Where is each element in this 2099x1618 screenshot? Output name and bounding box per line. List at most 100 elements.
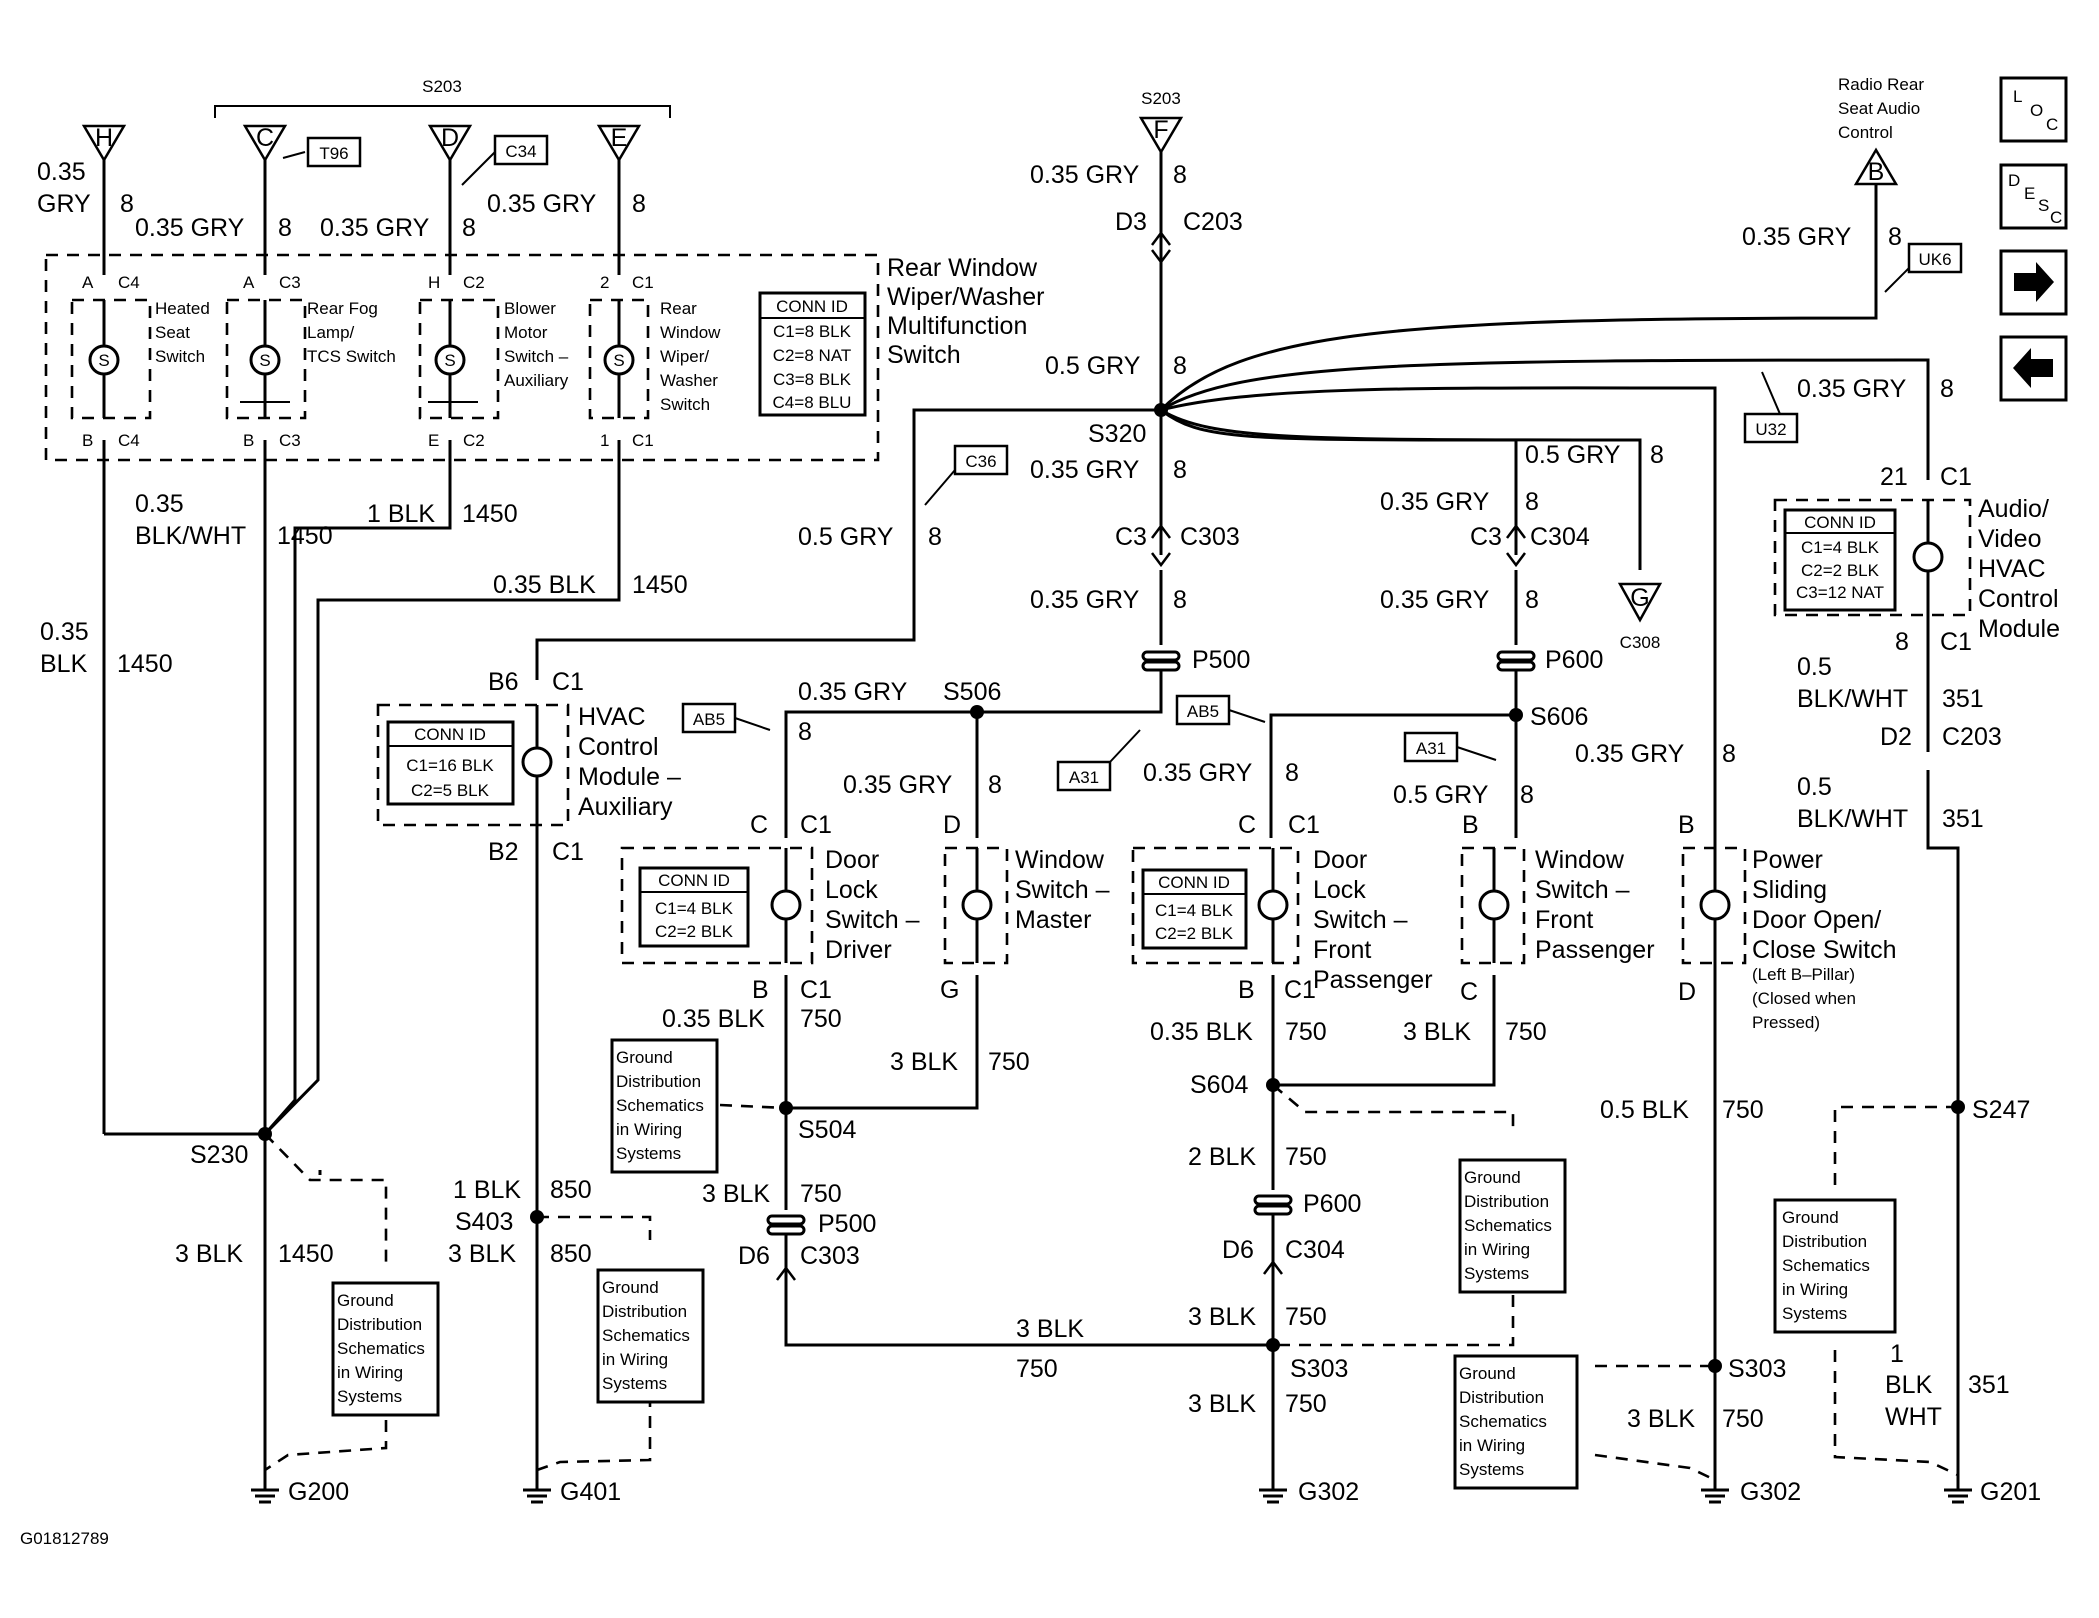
power-sliding-door-switch[interactable]: Power Sliding Door Open/ Close Switch (L… [1681, 846, 1897, 1032]
pin-label: B6 [488, 668, 519, 696]
wire-label: 0.35 GRY [1380, 488, 1490, 516]
pin-label: C1 [632, 273, 654, 292]
hvac-control-module-auxiliary[interactable]: CONN ID C1=16 BLK C2=5 BLK HVAC Control … [376, 703, 681, 827]
conn-id-line: CONN ID [1158, 873, 1230, 892]
reference-line: Systems [1459, 1460, 1524, 1479]
window-switch-master[interactable]: Window Switch – Master [943, 846, 1110, 965]
pin-label: D6 [1222, 1236, 1254, 1264]
connector-e[interactable]: E [596, 124, 642, 163]
connector-d[interactable]: D [427, 124, 473, 163]
wire [263, 440, 452, 1135]
wire [786, 975, 979, 1110]
reference-line: Distribution [337, 1315, 422, 1334]
ground-reference-leads [264, 1084, 1959, 1482]
wire-label: 0.35 GRY [1143, 759, 1253, 787]
loc-letter: L [2013, 87, 2022, 106]
switch-icon [1912, 541, 1944, 573]
module-title: Door [1313, 846, 1367, 874]
ref-tag-u32[interactable]: U32 [1743, 371, 1799, 444]
radio-label: Radio Rear [1838, 75, 1924, 94]
dashed-lead [1833, 1105, 1958, 1190]
circuit-number: 1450 [462, 500, 518, 528]
ground-distribution-reference[interactable]: Ground Distribution Schematics in Wiring… [1773, 1198, 1897, 1334]
switch-note: (Closed when [1752, 989, 1856, 1008]
ground-distribution-reference[interactable]: Ground Distribution Schematics in Wiring… [1458, 1158, 1567, 1294]
ground-distribution-reference[interactable]: Ground Distribution Schematics in Wiring… [610, 1038, 719, 1174]
heated-seat-label: Seat [155, 323, 190, 342]
ground-distribution-reference[interactable]: Ground Distribution Schematics in Wiring… [596, 1268, 705, 1404]
next-page-button[interactable] [1999, 249, 2068, 316]
pin-label: B2 [488, 838, 519, 866]
door-lock-switch-front-passenger[interactable]: CONN ID C1=4 BLK C2=2 BLK Door Lock Swit… [1131, 846, 1433, 994]
reference-line: Systems [1782, 1304, 1847, 1323]
connector-g-c308[interactable]: G [1617, 582, 1663, 623]
ref-tag-c34[interactable]: C34 [461, 134, 549, 186]
circuit-number: 750 [988, 1048, 1030, 1076]
connector-b-radio[interactable]: B [1853, 147, 1899, 186]
circuit-number: 8 [462, 214, 476, 242]
module-title: Front [1313, 936, 1371, 964]
ground-distribution-reference[interactable]: Ground Distribution Schematics in Wiring… [1453, 1354, 1579, 1490]
connector-id: C1 [1288, 811, 1320, 839]
desc-button[interactable]: D E S C [1999, 163, 2068, 230]
wire-color-label: GRY [37, 190, 91, 218]
switch-icon [1699, 889, 1731, 921]
rear-window-multifunction-switch[interactable]: Rear Window Wiper/Washer Multifunction S… [44, 253, 1044, 462]
conn-id-line: C2=5 BLK [411, 781, 490, 800]
wiper-label: Wiper/ [660, 347, 709, 366]
wire-color-label: BLK/WHT [1797, 805, 1908, 833]
module-title: Switch – [1535, 876, 1630, 904]
connector-id: C1 [552, 838, 584, 866]
conn-id-table: CONN ID C1=8 BLK C2=8 NAT C3=8 BLK C4=8 … [758, 291, 867, 417]
inline-connector-p600 [1496, 650, 1536, 672]
audio-video-hvac-control-module[interactable]: CONN ID C1=4 BLK C2=2 BLK C3=12 NAT Audi… [1773, 495, 2060, 643]
blower-label: Blower [504, 299, 556, 318]
module-title: Switch – [1015, 876, 1110, 904]
ground-g201[interactable]: G201 [1944, 1478, 2041, 1506]
module-title: Window [1015, 846, 1105, 874]
wire-label: 0.5 GRY [1393, 781, 1489, 809]
connector-id: C304 [1285, 1236, 1345, 1264]
ref-tag-uk6[interactable]: UK6 [1884, 242, 1963, 293]
circuit-number: 8 [1722, 740, 1736, 768]
connector-c[interactable]: C [242, 124, 288, 163]
ref-tag-a31-right[interactable]: A31 [1403, 731, 1497, 763]
connector-f[interactable]: F [1138, 116, 1184, 155]
ground-g302-right[interactable]: G302 [1701, 1478, 1801, 1506]
wire-label: 0.5 BLK [1600, 1096, 1689, 1124]
pin-label: D [943, 811, 961, 839]
door-lock-switch-driver[interactable]: CONN ID C1=4 BLK C2=2 BLK Door Lock Swit… [620, 846, 920, 965]
conn-id-line: C1=4 BLK [1155, 901, 1234, 920]
wire-label: 0.35 GRY [1030, 456, 1140, 484]
blower-label: Motor [504, 323, 548, 342]
window-switch-front-passenger[interactable]: Window Switch – Front Passenger [1460, 846, 1655, 965]
switch-icon [521, 746, 553, 778]
ground-g200[interactable]: G200 [251, 1478, 349, 1506]
circuit-number: 8 [1525, 586, 1539, 614]
fog-lamp-label: Lamp/ [307, 323, 355, 342]
splice-label: S403 [455, 1208, 513, 1236]
connector-h[interactable]: H [81, 124, 127, 163]
svg-text:S: S [98, 351, 109, 370]
switch-icon: S [428, 300, 478, 418]
conn-id-line: C1=16 BLK [406, 756, 494, 775]
conn-id-line: C2=8 NAT [773, 346, 852, 365]
wire-label: 0.35 GRY [135, 214, 245, 242]
ref-tag-c36[interactable]: C36 [924, 444, 1009, 506]
ref-tag-t96[interactable]: T96 [282, 136, 362, 168]
ground-distribution-reference[interactable]: Ground Distribution Schematics in Wiring… [331, 1281, 440, 1417]
ref-tag-a31-left[interactable]: A31 [1056, 729, 1141, 792]
ref-tag-ab5-left[interactable]: AB5 [681, 702, 771, 734]
wire-color-label: BLK [1885, 1371, 1933, 1399]
prev-page-button[interactable] [1999, 335, 2068, 402]
connector-id: C203 [1942, 723, 2002, 751]
connector-glyph [1151, 230, 1526, 568]
ground-g401[interactable]: G401 [523, 1478, 621, 1506]
module-title: Control [578, 733, 659, 761]
reference-line: Systems [337, 1387, 402, 1406]
reference-line: Ground [1782, 1208, 1839, 1227]
ground-g302-center[interactable]: G302 [1259, 1478, 1359, 1506]
ref-tag-ab5-right[interactable]: AB5 [1175, 694, 1266, 726]
circuit-number: 8 [1525, 488, 1539, 516]
loc-button[interactable]: L O C [1999, 76, 2068, 143]
